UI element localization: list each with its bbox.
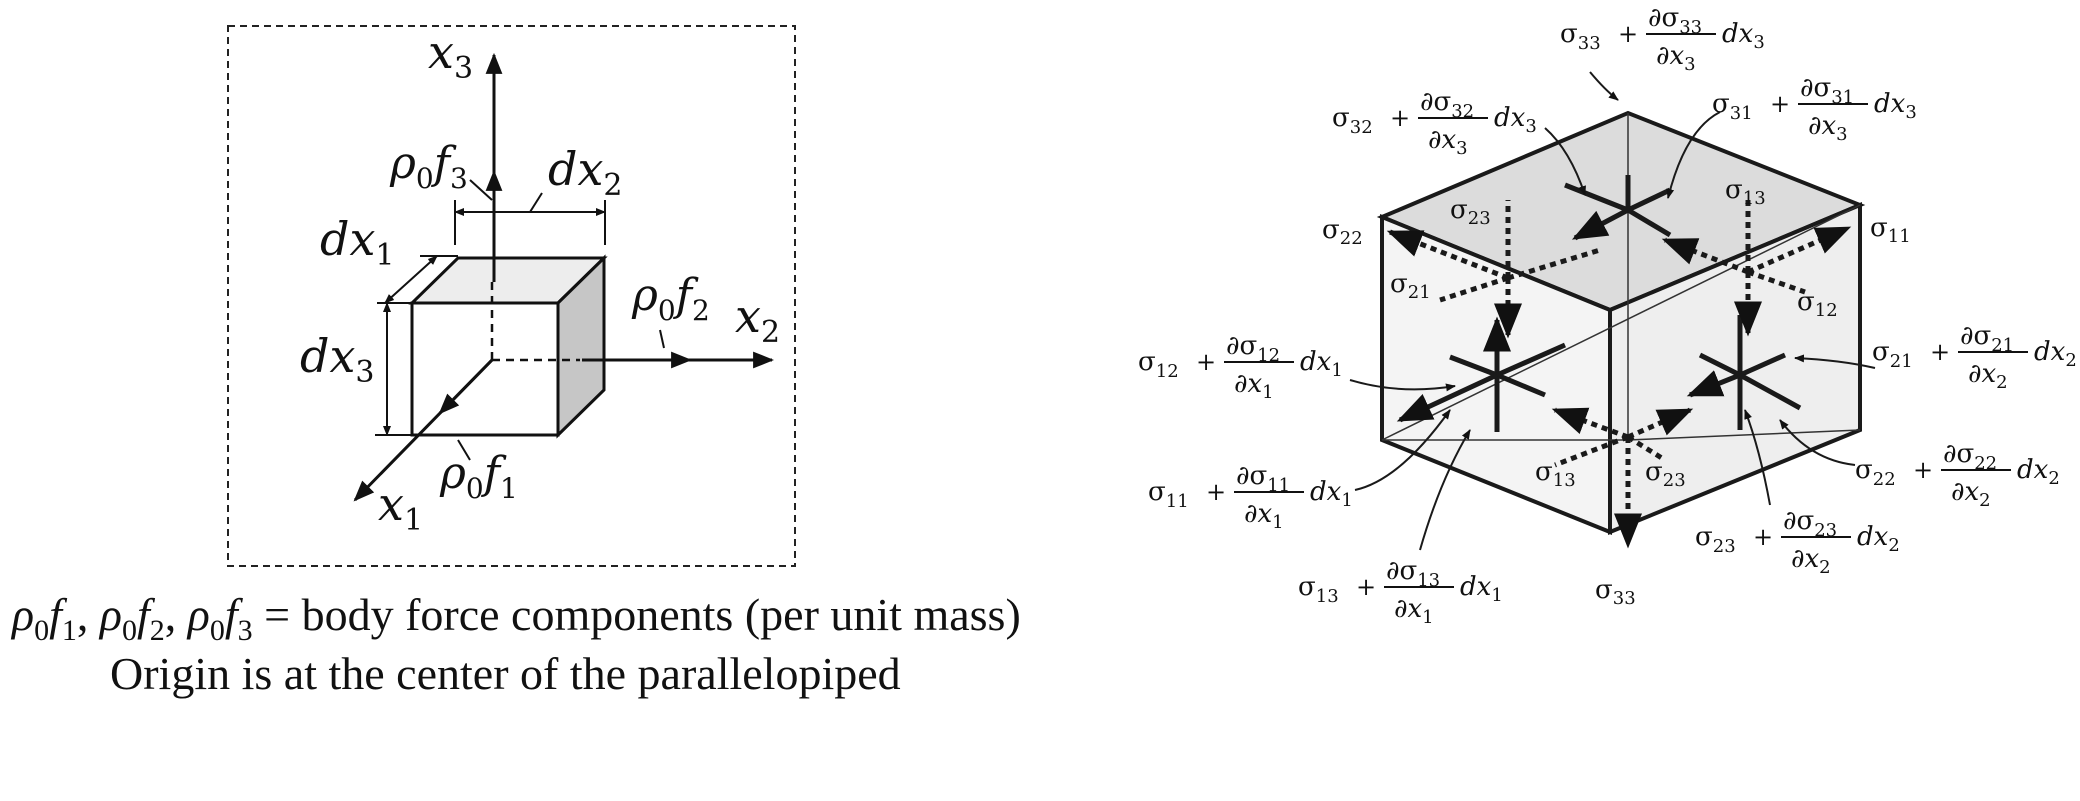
dx1-label: dx1 [320,212,394,273]
derivative-denominator: ∂x2 [1951,477,1991,511]
differential-term: dx2 [1857,522,1900,556]
sigma12-label: σ12 [1797,287,1838,321]
increment-label-sigma21: σ21 + ∂σ21∂x2 dx2 [1872,321,2077,393]
sigma-term: σ22 [1855,455,1896,490]
sigma23-bottom-label: σ23 [1645,457,1686,491]
dx3-label: dx3 [300,329,374,390]
sigma-term: σ13 [1298,572,1339,607]
sigma-term: σ31 [1712,89,1753,124]
derivative-numerator: ∂σ11 [1236,461,1290,496]
sigma13-bottom-label: σ13 [1535,457,1576,491]
derivative-denominator: ∂x2 [1791,544,1831,578]
sigma-term: σ33 [1560,19,1601,54]
derivative-denominator: ∂x3 [1428,125,1468,159]
plus-sign: + [1770,90,1790,118]
derivative-numerator: ∂σ31 [1800,73,1854,108]
sigma-term: σ23 [1695,522,1736,557]
derivative-numerator: ∂σ23 [1783,506,1837,541]
increment-label-sigma13: σ13 + ∂σ13∂x1 dx1 [1298,556,1503,628]
plus-sign: + [1753,523,1773,551]
x1-axis-label: x1 [378,477,423,538]
plus-sign: + [1913,456,1933,484]
increment-label-sigma22: σ22 + ∂σ22∂x2 dx2 [1855,439,2060,511]
f3-label: ρ0f3 [389,138,468,195]
increment-label-sigma11: σ11 + ∂σ11∂x1 dx1 [1148,461,1353,533]
f1-label: ρ0f1 [439,448,518,505]
x2-axis-label: x2 [735,289,780,350]
f1-arrow [438,358,494,415]
plus-sign: + [1618,20,1638,48]
stress-cube-diagram: σ22 σ23 σ21 σ13 σ11 σ12 σ13 σ23 σ33 σ33+… [1138,3,2077,628]
stress-labels: σ22 σ23 σ21 σ13 σ11 σ12 σ13 σ23 σ33 [1322,175,1911,609]
sigma-term: σ11 [1148,477,1189,512]
hidden-edges [1381,113,1861,441]
sigma-term: σ32 [1332,103,1373,138]
differential-term: dx3 [1722,19,1765,53]
sigma21-label: σ21 [1390,269,1431,303]
increment-labels: σ33+∂σ33∂x3dx3σ32+∂σ32∂x3dx3σ31+∂σ31∂x3d… [1138,3,2077,628]
increment-label-sigma23: σ23 + ∂σ23∂x2 dx2 [1695,506,1900,578]
dashed-frame [227,25,796,567]
f2-label: ρ0f2 [631,270,710,327]
increment-label-sigma31: σ31 + ∂σ31∂x3 dx3 [1712,73,1917,145]
increment-label-sigma32: σ32 + ∂σ32∂x3 dx3 [1332,87,1537,159]
hidden-stresses [1386,200,1852,549]
derivative-denominator: ∂x3 [1808,111,1848,145]
differential-term: dx1 [1310,477,1353,511]
derivative-denominator: ∂x1 [1244,499,1284,533]
plus-sign: + [1930,338,1950,366]
derivative-numerator: ∂σ21 [1960,321,2014,356]
derivative-denominator: ∂x1 [1234,369,1274,403]
plus-sign: + [1390,104,1410,132]
differential-term: dx1 [1460,572,1503,606]
derivative-denominator: ∂x2 [1968,359,2008,393]
derivative-numerator: ∂σ32 [1420,87,1474,122]
derivative-numerator: ∂σ13 [1386,556,1440,591]
sigma-term: σ12 [1138,347,1179,382]
sigma33-label: σ33 [1595,575,1636,609]
sigma11-label: σ11 [1870,213,1911,247]
derivative-numerator: ∂σ12 [1226,331,1280,366]
sigma23-top-label: σ23 [1450,195,1491,229]
dx2-label: dx2 [548,142,622,203]
leader-arrows [1349,71,1876,551]
plus-sign: + [1206,478,1226,506]
increment-label-sigma33: σ33 + ∂σ33∂x3 dx3 [1560,3,1765,75]
sigma13-top-label: σ13 [1725,175,1766,209]
caption-line-2: Origin is at the center of the parallelo… [110,648,901,699]
body-force-diagram: x3 x2 x1 dx2 dx1 dx3 ρ0f3 ρ0f2 ρ0f1 [227,25,796,567]
sigma22-label: σ22 [1322,215,1363,249]
plus-sign: + [1356,573,1376,601]
dimension-lines [375,179,665,461]
plus-sign: + [1196,348,1216,376]
differential-term: dx3 [1874,89,1917,123]
derivative-numerator: ∂σ22 [1943,439,1997,474]
derivative-numerator: ∂σ33 [1648,3,1702,38]
sigma-term: σ21 [1872,337,1913,372]
derivative-denominator: ∂x3 [1656,41,1696,75]
top-face-stresses [1564,175,1672,241]
differential-term: dx2 [2034,337,2077,371]
differential-term: dx3 [1494,103,1537,137]
caption-line-1: ρ0f1, ρ0f2, ρ0f3 = body force components… [12,589,1021,647]
small-cube [408,254,608,439]
x3-axis-label: x3 [428,25,473,86]
increment-label-sigma12: σ12 + ∂σ12∂x1 dx1 [1138,331,1343,403]
differential-term: dx2 [2017,455,2060,489]
derivative-denominator: ∂x1 [1394,594,1434,628]
differential-term: dx1 [1300,347,1343,381]
